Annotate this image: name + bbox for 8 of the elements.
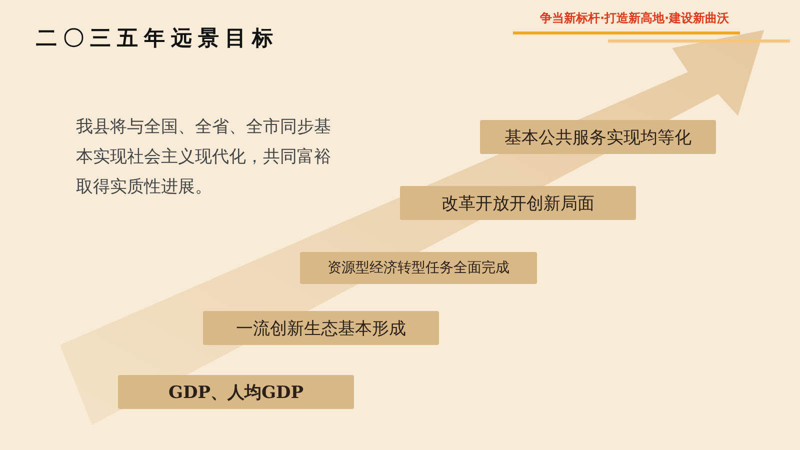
goal-box: 一流创新生态基本形成 (203, 311, 439, 345)
goal-box: 资源型经济转型任务全面完成 (300, 252, 537, 284)
paragraph: 我县将与全国、全省、全市同步基本实现社会主义现代化，共同富裕取得实质性进展。 (76, 116, 332, 199)
goal-box: 基本公共服务实现均等化 (480, 120, 716, 154)
goal-box: 改革开放开创新局面 (400, 186, 636, 220)
title: 二〇三五年远景目标 (36, 24, 279, 52)
goal-box: GDP、人均GDP (118, 375, 354, 409)
slogan: 争当新标杆·打造新高地·建设新曲沃 (540, 10, 730, 27)
